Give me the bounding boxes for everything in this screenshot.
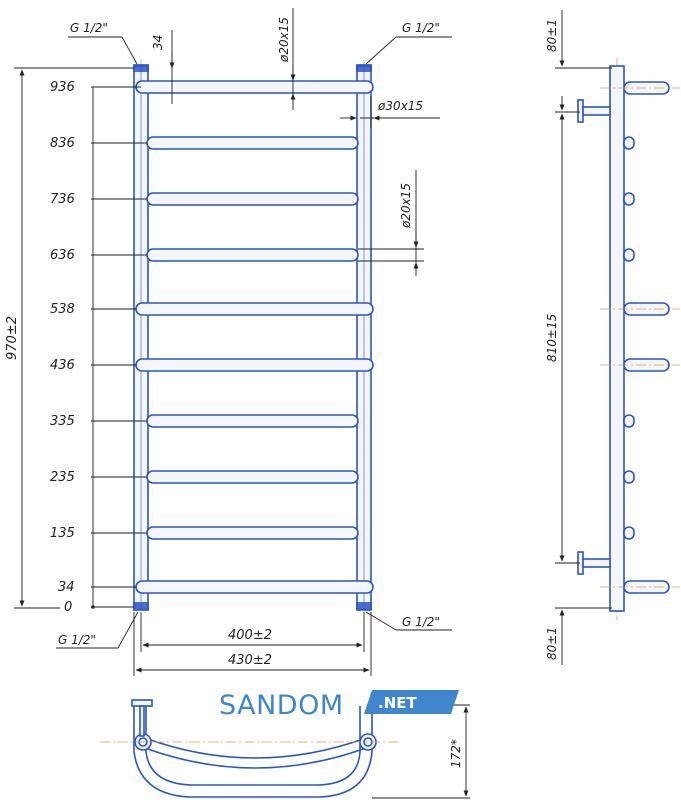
bottom-left-connector: [133, 602, 149, 610]
top-offset-label: 80±1: [545, 19, 559, 52]
rung: [135, 302, 374, 316]
middle-span-label: 810±15: [545, 314, 559, 362]
overall-height-dimension: 970±2: [5, 67, 134, 609]
bottom-right-connector: [356, 602, 372, 610]
bar-diameter-label: ø20x15: [277, 17, 291, 63]
thread-callouts: G 1/2" G 1/2" G 1/2" G 1/2": [56, 21, 452, 649]
top-right-connector: [356, 64, 372, 72]
rungs: [135, 80, 374, 594]
top-view: 172*: [100, 699, 470, 799]
thread-label: G 1/2": [402, 615, 440, 629]
rung: [146, 470, 359, 484]
rung: [146, 136, 359, 150]
thread-label: G 1/2": [70, 21, 108, 35]
brand-name: SANDOM: [219, 690, 344, 721]
height-label: 836: [50, 136, 75, 151]
pitch-label: 34: [151, 35, 165, 50]
overall-height-label: 970±2: [5, 316, 20, 360]
thread-label: G 1/2": [58, 633, 96, 647]
height-leaders: [91, 86, 147, 609]
brand-badge: [364, 690, 459, 714]
height-label: 34: [58, 580, 75, 595]
riser-diameter-label: ø30x15: [377, 99, 423, 113]
front-view: 936 836 736 636 538 436 335 235 135 34 0…: [5, 8, 452, 676]
pitch-dimension: 34: [151, 30, 175, 104]
rung: [146, 248, 359, 262]
side-dimensions: 80±1 810±15 80±1: [545, 10, 612, 665]
thread-label: G 1/2": [402, 21, 440, 35]
top-left-connector: [133, 64, 149, 72]
height-label: 135: [50, 526, 75, 541]
height-labels: 936 836 736 636 538 436 335 235 135 34 0: [50, 80, 75, 615]
height-label: 235: [50, 470, 75, 485]
width-dimensions: 400±2 430±2: [133, 612, 372, 676]
outer-width-label: 430±2: [228, 653, 272, 668]
height-label: 538: [50, 302, 75, 317]
height-label: 436: [50, 358, 75, 373]
rung: [135, 580, 374, 594]
height-label: 335: [50, 414, 75, 429]
height-label: 0: [64, 600, 72, 615]
brand-suffix: .NET: [378, 694, 417, 712]
side-riser: [609, 65, 625, 612]
brand-logo: SANDOM .NET: [219, 690, 459, 721]
side-view: 80±1 810±15 80±1: [545, 10, 680, 665]
height-label: 936: [50, 80, 75, 95]
inner-width-label: 400±2: [228, 628, 272, 643]
rung: [146, 192, 359, 206]
rung: [146, 526, 359, 540]
rung: [135, 358, 374, 372]
rung: [146, 414, 359, 428]
bar-diameter-dimension-mid: ø20x15: [358, 170, 424, 276]
height-label: 636: [50, 248, 75, 263]
depth-label: 172*: [449, 739, 463, 768]
height-label: 736: [50, 192, 75, 207]
bottom-offset-label: 80±1: [545, 627, 559, 660]
wall-brackets: [577, 99, 611, 575]
bar-diameter-dimension-top: ø20x15: [277, 8, 296, 110]
side-rungs: [600, 81, 680, 594]
bar-diameter-label-mid: ø20x15: [399, 183, 413, 229]
riser-diameter-dimension: ø30x15: [340, 96, 440, 128]
